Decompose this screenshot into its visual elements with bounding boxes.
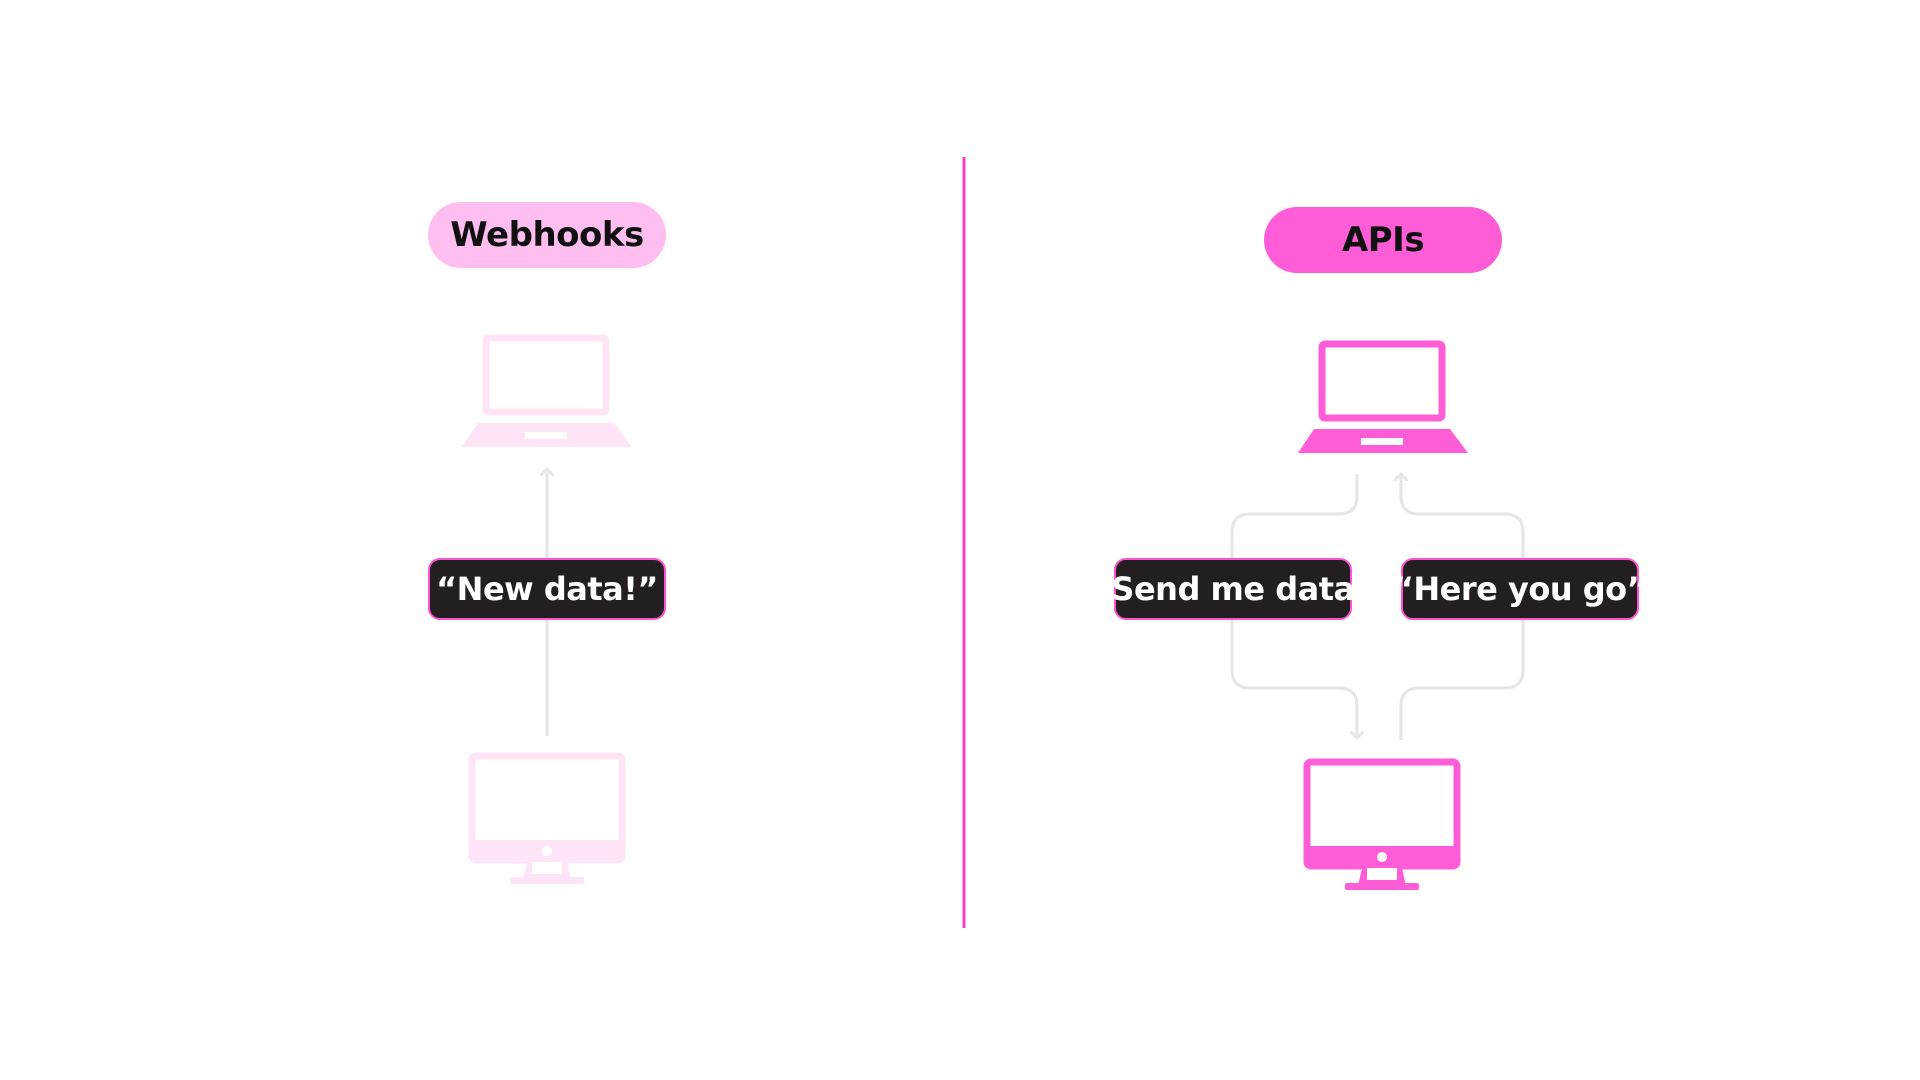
apis-request-message: “Send me data”: [1090, 570, 1376, 608]
apis-title-pill: APIs: [1264, 207, 1502, 273]
webhooks-laptop-icon: [462, 334, 632, 447]
webhooks-message: “New data!”: [436, 570, 658, 608]
apis-title: APIs: [1341, 220, 1425, 260]
apis-desktop-monitor-icon: [1303, 758, 1461, 890]
webhooks-message-bubble: “New data!”: [428, 558, 666, 620]
webhooks-desktop-monitor-icon: [468, 752, 626, 884]
webhooks-title: Webhooks: [450, 215, 644, 255]
apis-request-bubble: “Send me data”: [1091, 558, 1376, 620]
apis-response-bubble: “Here you go”: [1393, 558, 1648, 620]
apis-response-message: “Here you go”: [1392, 570, 1648, 608]
apis-laptop-icon: [1298, 340, 1468, 453]
webhooks-title-pill: Webhooks: [428, 202, 666, 268]
